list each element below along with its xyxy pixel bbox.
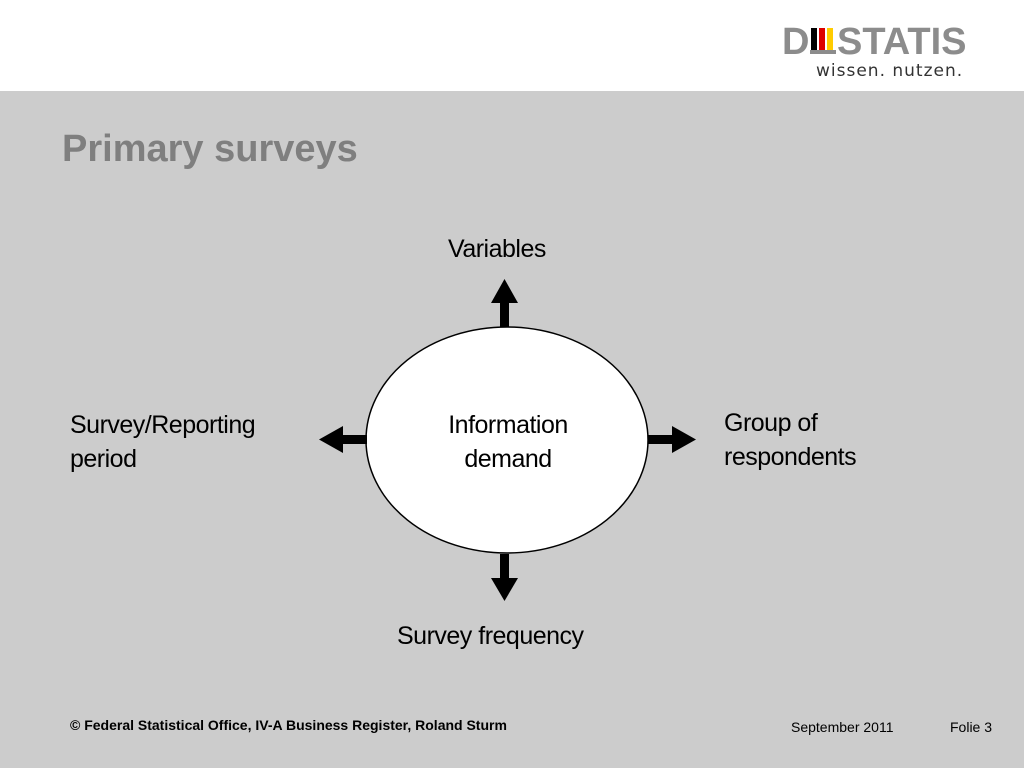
- left-label-line1: Survey/Reporting: [70, 411, 256, 439]
- left-node-label: Survey/Reporting period: [70, 408, 256, 476]
- arrow-right: [648, 426, 696, 453]
- right-label-line1: Group of: [724, 409, 818, 437]
- arrow-down: [491, 554, 518, 601]
- header-bar: D STATIS wissen. nutzen.: [0, 0, 1024, 91]
- footer-date: September 2011: [791, 719, 894, 735]
- arrow-up: [491, 279, 518, 327]
- left-label-line2: period: [70, 445, 137, 473]
- arrow-left: [319, 426, 367, 453]
- bottom-node-label: Survey frequency: [397, 622, 584, 650]
- center-label-line1: Information: [448, 411, 568, 439]
- svg-text:STATIS: STATIS: [837, 21, 966, 63]
- destatis-logo[interactable]: D STATIS wissen. nutzen.: [780, 18, 1000, 82]
- center-node-label: Information demand: [410, 408, 606, 476]
- top-node-label: Variables: [448, 235, 546, 263]
- logo-tagline: wissen. nutzen.: [816, 61, 963, 81]
- right-label-line2: respondents: [724, 443, 857, 471]
- center-label-line2: demand: [464, 445, 552, 473]
- footer-copyright: © Federal Statistical Office, IV-A Busin…: [70, 717, 507, 733]
- svg-text:D: D: [782, 21, 809, 63]
- right-node-label: Group of respondents: [724, 406, 857, 474]
- slide-title: Primary surveys: [62, 128, 358, 170]
- footer-slide-number: Folie 3: [950, 719, 993, 735]
